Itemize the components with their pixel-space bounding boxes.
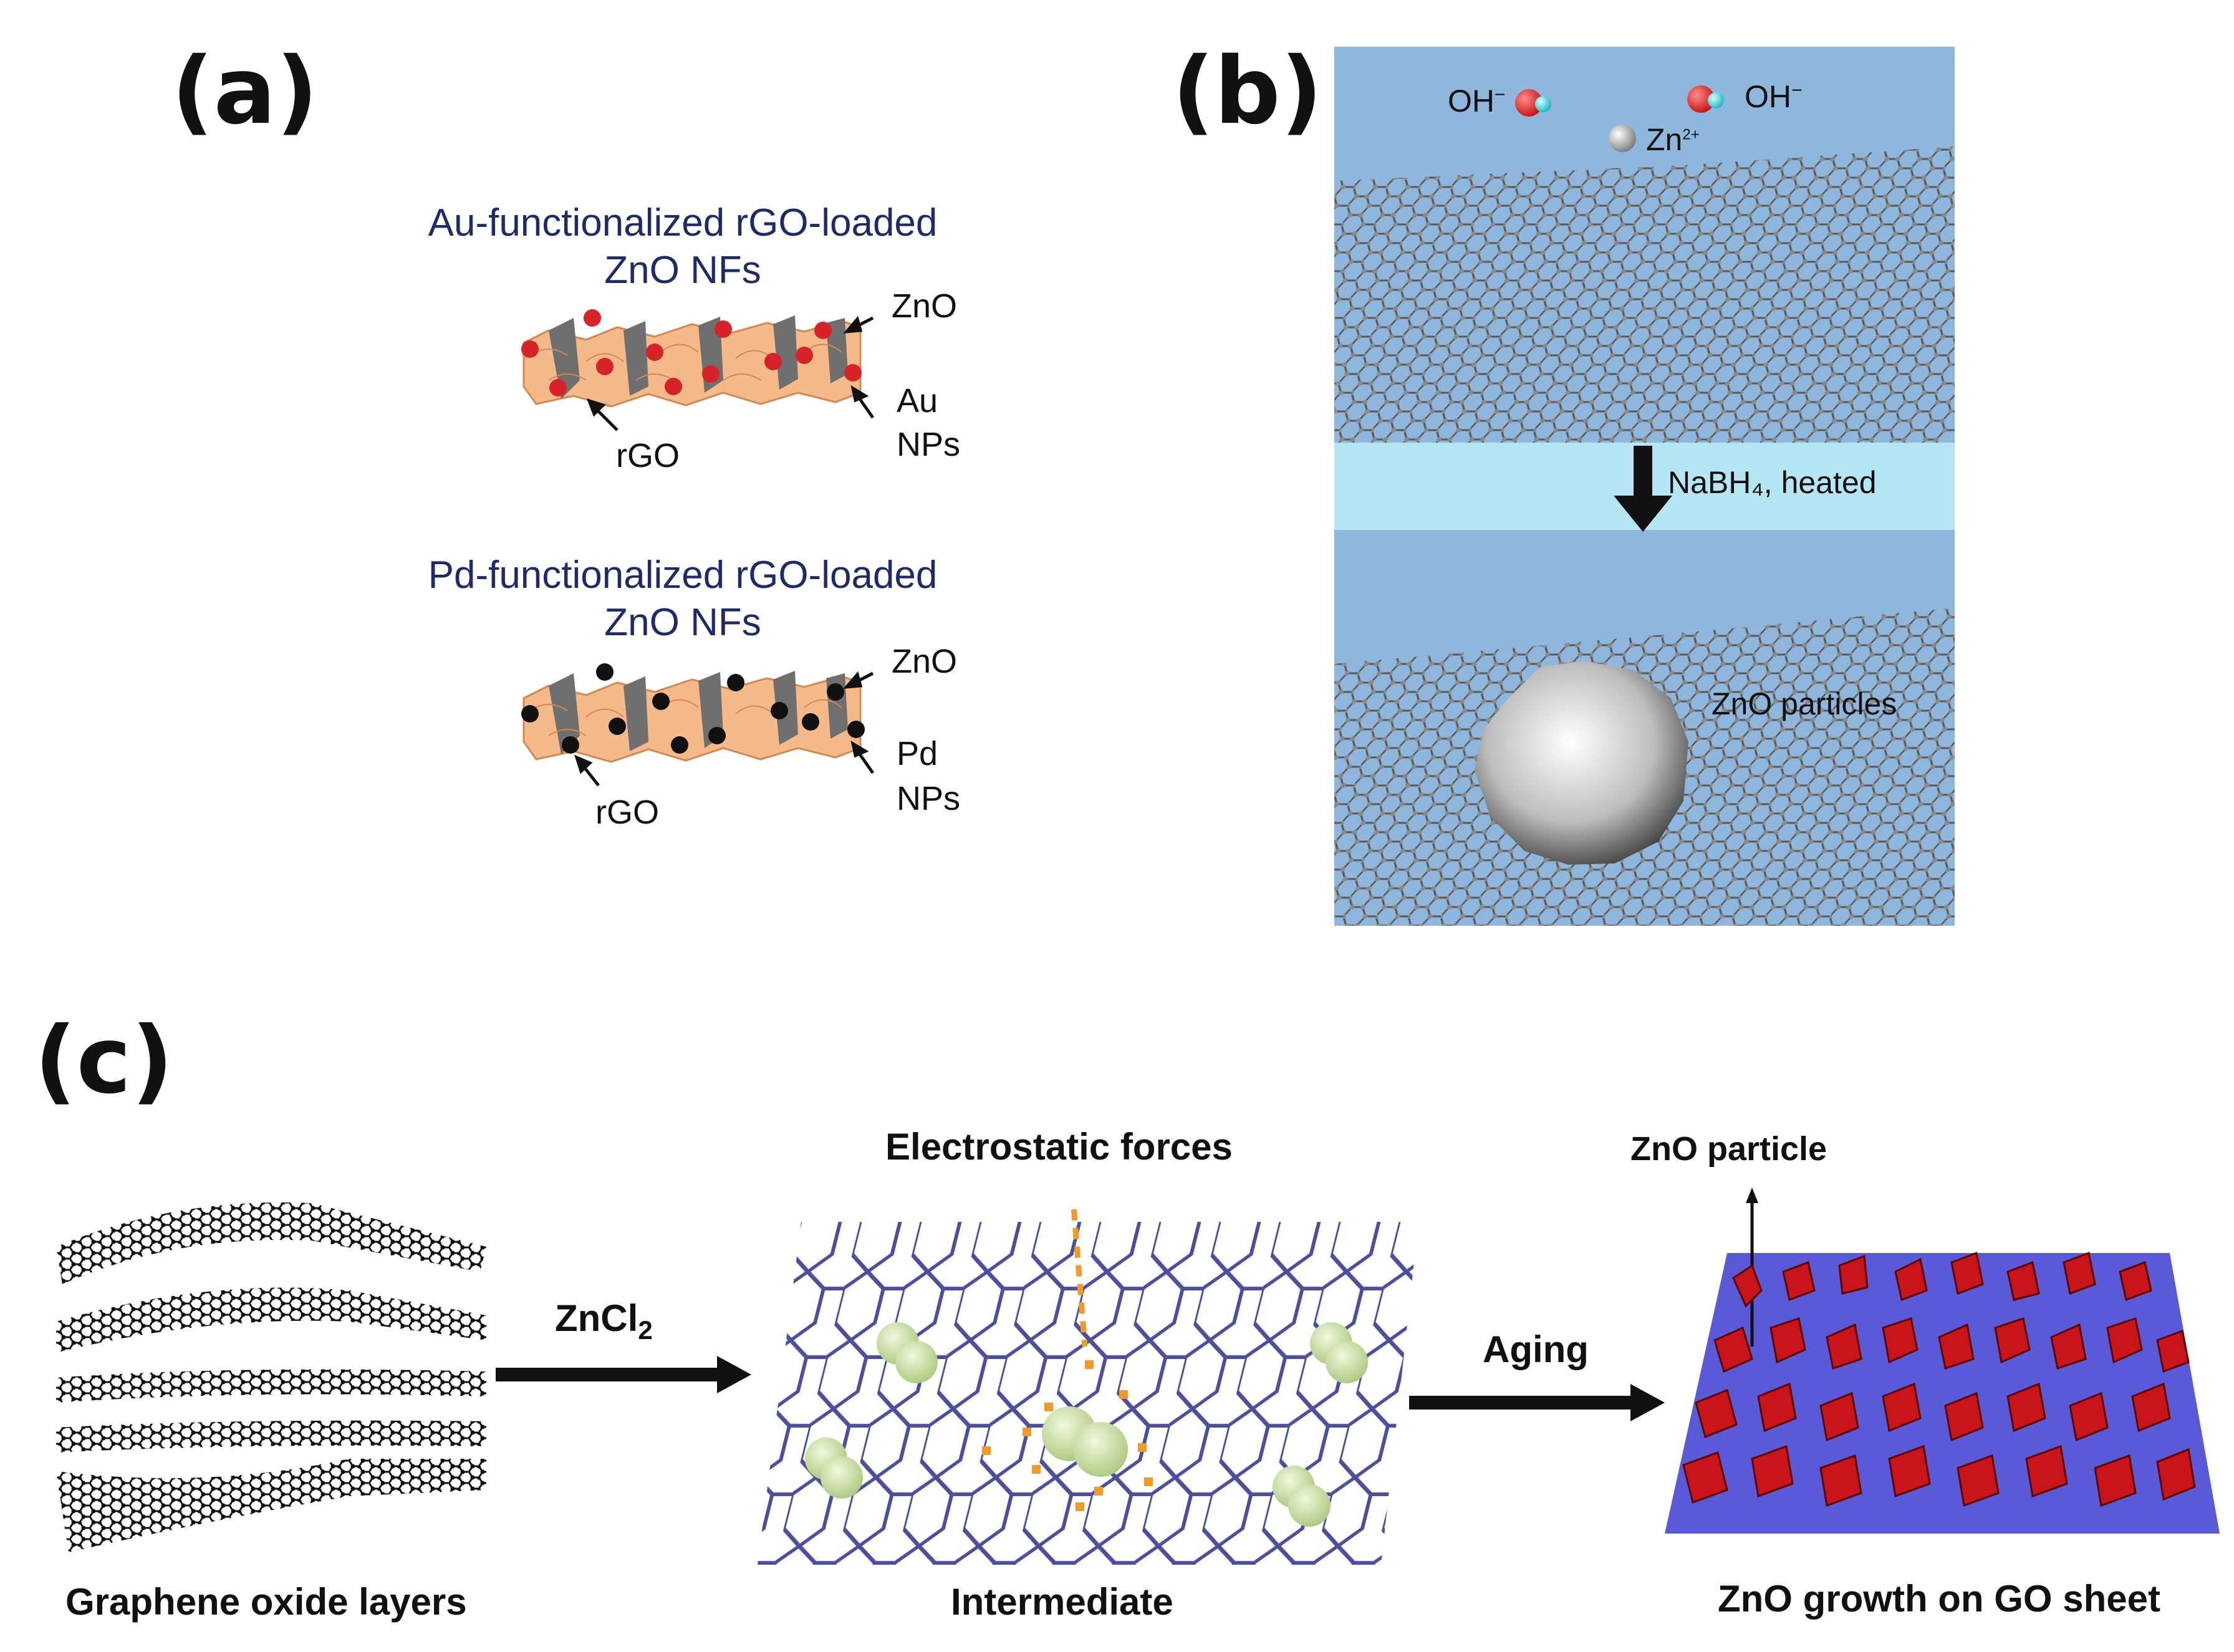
zno-growth-diagram	[1665, 1188, 2220, 1534]
graphene-sheet-top	[1334, 146, 1955, 443]
pd-np-label-bottom: NPs	[897, 780, 961, 817]
zn-label: Zn2+	[1646, 122, 1700, 157]
zno-particles-label: ZnO particles	[1712, 686, 1897, 721]
zno-particle	[1475, 661, 1688, 865]
oh-ion-left	[1515, 89, 1551, 117]
au-rgo-label: rGO	[616, 437, 680, 474]
au-np-label-bottom: NPs	[897, 426, 961, 463]
pd-arrows	[574, 671, 875, 787]
electrostatic-line	[1071, 1203, 1088, 1347]
au-arrows	[586, 315, 875, 431]
step2-caption: Intermediate	[951, 1581, 1173, 1623]
arrow-2	[1409, 1384, 1665, 1421]
zn-ion	[1609, 125, 1636, 152]
oh-ion-right	[1687, 85, 1724, 113]
arrow-1	[496, 1356, 751, 1393]
graphene-oxide-layers	[56, 1202, 486, 1552]
au-np-label-top: Au	[897, 382, 938, 420]
pd-title: Pd-functionalized rGO-loaded ZnO NFs	[428, 554, 938, 644]
zno-particle-label: ZnO particle	[1630, 1130, 1827, 1168]
step3-caption: ZnO growth on GO sheet	[1718, 1578, 2160, 1620]
intermediate-diagram	[758, 1203, 1418, 1565]
panel-label-a: (a)	[171, 37, 319, 145]
charge-dots	[982, 1360, 1153, 1511]
electrostatic-label: Electrostatic forces	[885, 1126, 1233, 1168]
step1-caption: Graphene oxide layers	[65, 1581, 467, 1623]
layer-stack	[56, 1202, 486, 1552]
hexagon-lattice	[758, 1222, 1418, 1565]
zn-clusters	[805, 1322, 1368, 1527]
arrow2-label: Aging	[1483, 1328, 1589, 1370]
zno-crystals	[1682, 1251, 2196, 1507]
pd-zno-label: ZnO	[892, 643, 958, 680]
pd-nanofiber	[521, 663, 865, 763]
au-nanofiber-diagram	[521, 309, 875, 431]
pd-rgo-label: rGO	[595, 794, 659, 831]
oh-label-left: OH−	[1448, 84, 1506, 118]
au-title: Au-functionalized rGO-loaded ZnO NFs	[428, 201, 938, 292]
reaction-label: NaBH₄, heated	[1668, 465, 1877, 500]
down-arrow	[1614, 446, 1672, 532]
au-zno-label: ZnO	[892, 287, 958, 325]
au-nanofiber	[521, 309, 862, 408]
oh-label-right: OH−	[1745, 79, 1803, 114]
panel-label-b: (b)	[1172, 37, 1323, 145]
go-sheet	[1665, 1253, 2220, 1534]
pd-nanofiber-diagram	[521, 663, 875, 787]
panel-label-c: (c)	[34, 1007, 174, 1114]
pd-np-label-top: Pd	[897, 735, 938, 772]
panel-b-scheme	[1334, 47, 1955, 926]
arrow1-label: ZnCl2	[555, 1297, 653, 1345]
